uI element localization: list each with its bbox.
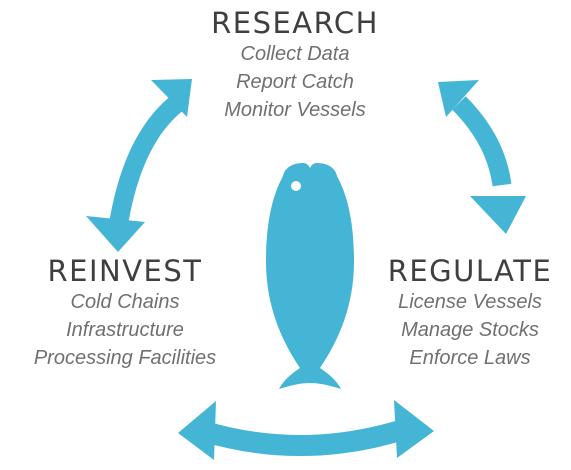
- arrow-right-head-top: [438, 80, 479, 117]
- double-arrow-left: [86, 79, 192, 252]
- arrow-left-head-top: [151, 79, 192, 117]
- research-section: RESEARCH Collect Data Report Catch Monit…: [165, 6, 425, 124]
- fish-eye: [291, 181, 301, 191]
- regulate-section: REGULATE License Vessels Manage Stocks E…: [370, 254, 570, 372]
- research-title: RESEARCH: [211, 6, 379, 40]
- regulate-item: License Vessels: [398, 291, 542, 313]
- research-item: Monitor Vessels: [224, 99, 366, 121]
- double-arrow-right: [438, 80, 526, 234]
- double-arrow-bottom: [178, 400, 434, 460]
- reinvest-item: Infrastructure: [66, 319, 184, 341]
- reinvest-section: REINVEST Cold Chains Infrastructure Proc…: [0, 254, 250, 372]
- fish-body: [266, 163, 354, 389]
- regulate-title: REGULATE: [387, 254, 553, 288]
- regulate-item: Manage Stocks: [401, 319, 539, 341]
- arrow-left-head-bottom: [86, 216, 145, 252]
- arrow-right-head-bottom: [470, 196, 526, 234]
- arrow-right-shaft: [452, 96, 512, 187]
- reinvest-title: REINVEST: [47, 254, 203, 288]
- reinvest-item: Cold Chains: [70, 291, 180, 313]
- reinvest-item: Processing Facilities: [33, 347, 217, 369]
- research-item: Report Catch: [236, 71, 354, 93]
- regulate-item: Enforce Laws: [409, 347, 531, 369]
- arrow-bottom-band: [200, 419, 408, 457]
- arrow-left-shaft: [108, 96, 183, 229]
- arrow-bottom-head-right: [394, 400, 434, 458]
- arrow-bottom-head-left: [178, 401, 216, 460]
- research-item: Collect Data: [240, 43, 350, 65]
- fish-icon: [266, 163, 354, 389]
